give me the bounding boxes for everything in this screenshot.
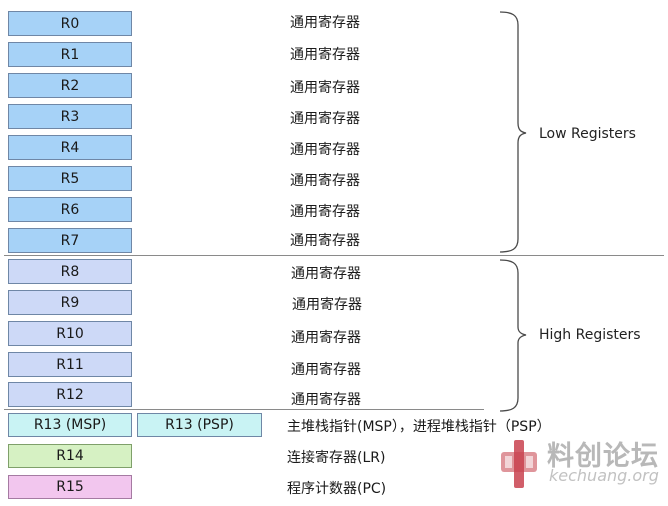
register-desc-r12: 通用寄存器 — [291, 392, 361, 408]
register-desc-r6: 通用寄存器 — [290, 204, 360, 220]
low-registers-brace-icon — [499, 11, 527, 253]
register-r12: R12 — [8, 382, 132, 407]
register-desc-r8: 通用寄存器 — [291, 266, 361, 282]
register-r5: R5 — [8, 166, 132, 191]
register-r11: R11 — [8, 352, 132, 377]
register-r10: R10 — [8, 321, 132, 346]
separator-low-high — [4, 255, 664, 256]
register-r9: R9 — [8, 290, 132, 315]
register-r13-psp: R13 (PSP) — [137, 413, 262, 437]
register-r8: R8 — [8, 259, 132, 284]
register-r1: R1 — [8, 42, 132, 67]
watermark-title: 料创论坛 — [547, 441, 659, 472]
register-r14: R14 — [8, 444, 132, 468]
register-r15: R15 — [8, 475, 132, 499]
register-desc-r5: 通用寄存器 — [290, 173, 360, 189]
low-registers-label: Low Registers — [539, 126, 636, 142]
register-r2: R2 — [8, 73, 132, 98]
register-desc-r13: 主堆栈指针(MSP），进程堆栈指针（PSP） — [287, 419, 551, 435]
register-desc-r10: 通用寄存器 — [291, 330, 361, 346]
register-r6: R6 — [8, 197, 132, 222]
register-r0: R0 — [8, 11, 132, 36]
high-registers-label: High Registers — [539, 327, 641, 343]
register-r7: R7 — [8, 228, 132, 253]
separator-high-special — [4, 409, 484, 410]
register-desc-r4: 通用寄存器 — [290, 142, 360, 158]
register-r3: R3 — [8, 104, 132, 129]
register-r13-msp: R13 (MSP) — [8, 413, 132, 437]
high-registers-brace-icon — [499, 259, 527, 412]
register-desc-r7: 通用寄存器 — [290, 233, 360, 249]
register-desc-r15: 程序计数器(PC) — [287, 481, 387, 497]
kechuang-watermark: 料创论坛 kechuang.org — [497, 432, 662, 494]
register-desc-r9: 通用寄存器 — [292, 297, 362, 313]
register-r4: R4 — [8, 135, 132, 160]
register-desc-r2: 通用寄存器 — [290, 80, 360, 96]
register-desc-r1: 通用寄存器 — [290, 47, 360, 63]
register-desc-r14: 连接寄存器(LR) — [287, 450, 386, 466]
watermark-url: kechuang.org — [549, 466, 659, 485]
register-desc-r3: 通用寄存器 — [290, 111, 360, 127]
kechuang-logo-icon — [501, 440, 537, 488]
register-desc-r0: 通用寄存器 — [290, 15, 360, 31]
register-desc-r11: 通用寄存器 — [291, 362, 361, 378]
